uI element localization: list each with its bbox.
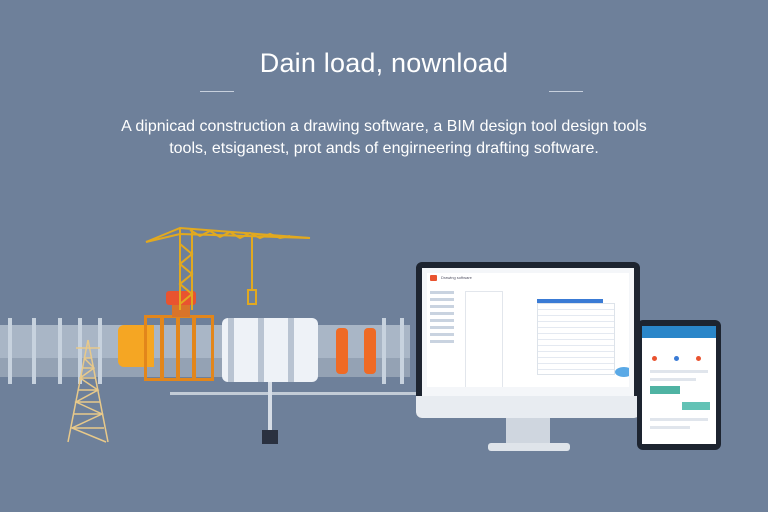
tablet-row [650, 426, 690, 429]
tablet-bar [682, 402, 710, 410]
pipe-ring [32, 318, 36, 384]
pipe-ring [58, 318, 62, 384]
page-subtitle: A dipnicad construction a drawing softwa… [121, 118, 647, 157]
app-title: Drawing software [441, 275, 472, 280]
monitor-icon: Drawing software [416, 262, 640, 418]
power-pylon-icon [67, 339, 109, 443]
page-title: Dain load, nownload [259, 48, 509, 78]
app-drawing-panel [465, 291, 503, 387]
monitor-chin [416, 396, 640, 418]
app-chart-icon [615, 367, 629, 377]
monitor-base [488, 443, 570, 451]
tablet-bar [650, 386, 680, 394]
status-dot-icon [652, 356, 657, 361]
monitor-screen: Drawing software [427, 273, 629, 387]
tablet-row [650, 370, 708, 373]
app-logo-icon [430, 275, 437, 281]
pipe-ring [78, 318, 82, 384]
cage-bar [192, 315, 196, 381]
tablet-icon [637, 320, 721, 450]
pipe-band [258, 318, 264, 382]
app-table [537, 303, 615, 375]
status-dot-icon [674, 356, 679, 361]
pipe-rail [170, 392, 420, 395]
support-base [262, 430, 278, 444]
status-dot-icon [696, 356, 701, 361]
cage-bar [176, 315, 180, 381]
tablet-row [650, 418, 708, 421]
tablet-row [650, 378, 696, 381]
pipe-ring [98, 318, 102, 384]
pipe-band [228, 318, 234, 382]
pipe-ring [8, 318, 12, 384]
coupling [336, 328, 348, 374]
tablet-screen [642, 326, 716, 444]
pipe-segment [222, 318, 318, 382]
title-rule-left [200, 91, 234, 92]
crane-icon [145, 226, 311, 310]
app-sidebar [430, 287, 460, 387]
coupling [364, 328, 376, 374]
title-rule-right [549, 91, 583, 92]
pipe-band [288, 318, 294, 382]
pipe-ring [400, 318, 404, 384]
pipe-support [268, 382, 272, 434]
valve-icon [118, 325, 154, 367]
monitor-stand [506, 418, 550, 444]
app-table-header [537, 299, 603, 304]
pipe-ring [382, 318, 386, 384]
tablet-header [642, 326, 716, 338]
cage-bar [160, 315, 164, 381]
